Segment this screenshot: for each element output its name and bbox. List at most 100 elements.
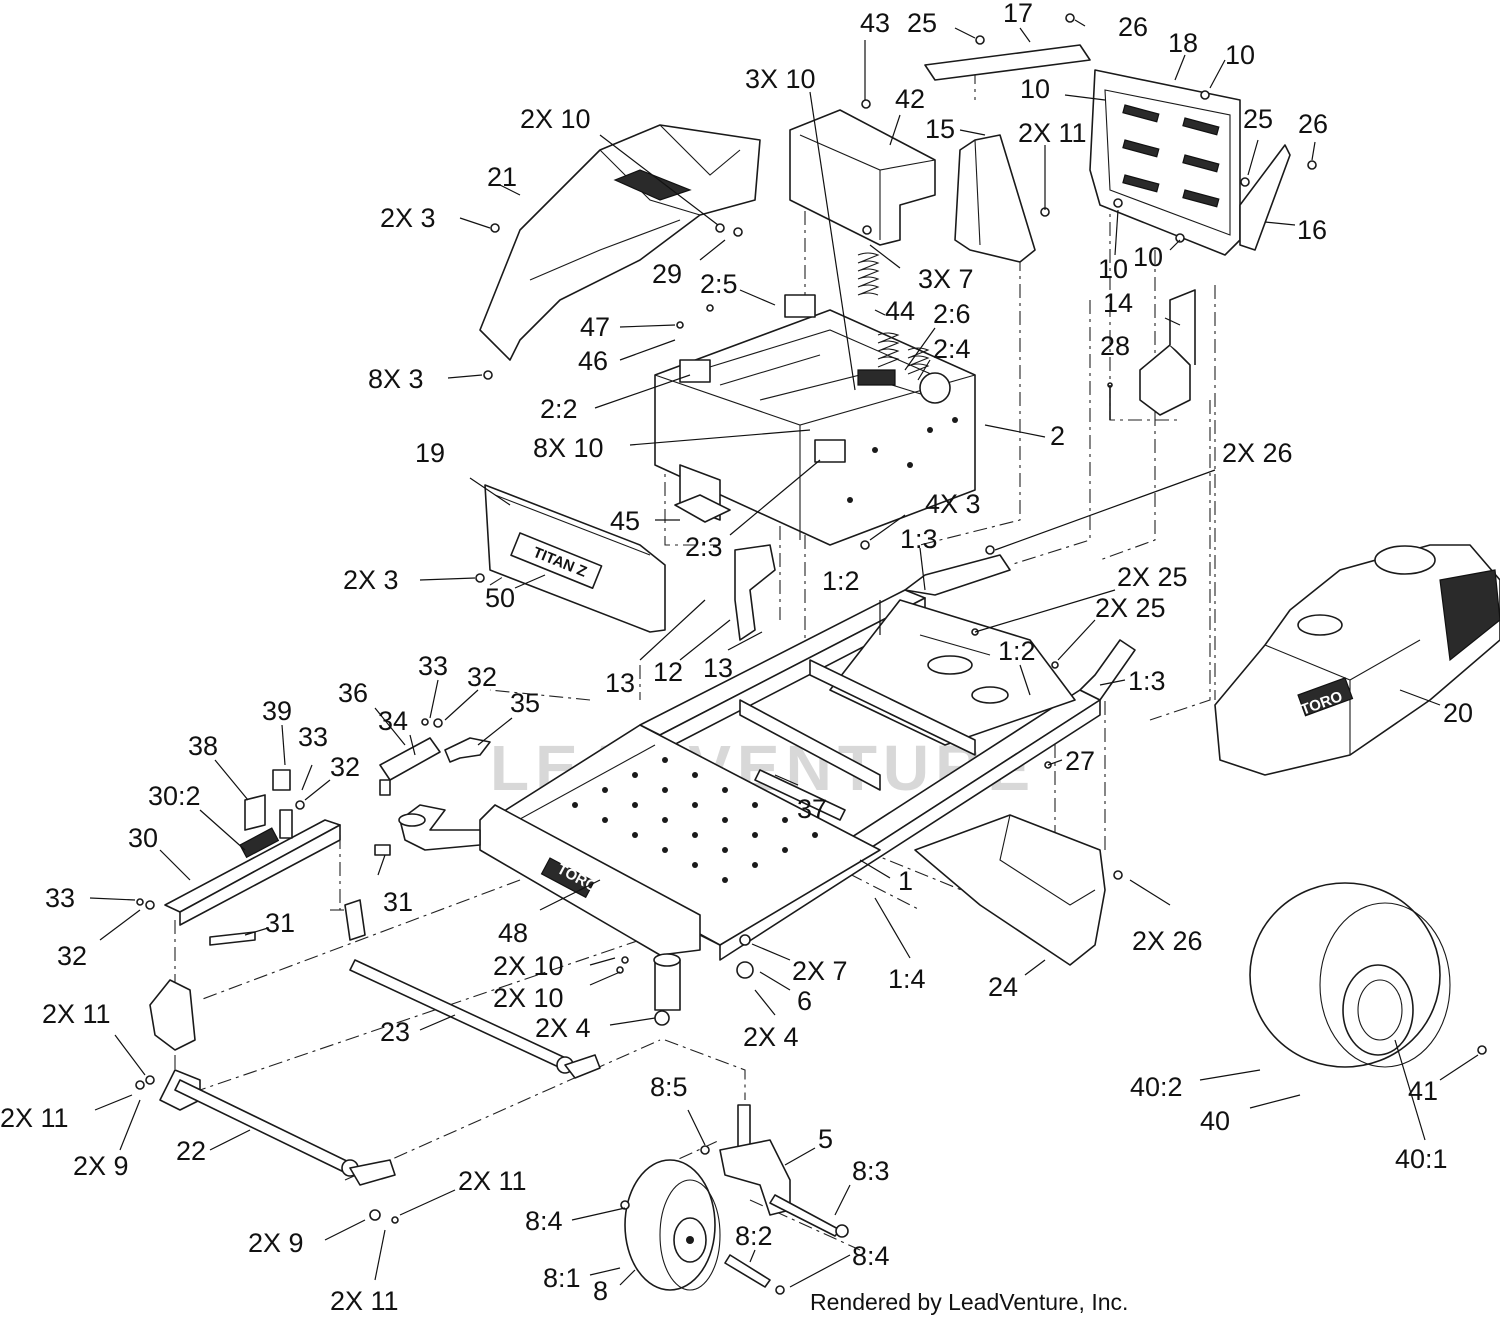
- hardware: [135, 13, 1487, 1295]
- callout-label: 2X 4: [535, 1013, 591, 1043]
- callout-label: 2X 11: [42, 999, 111, 1029]
- callout-label: 31: [383, 887, 413, 917]
- callout-label: 36: [338, 678, 368, 708]
- callout-label: 10: [1020, 74, 1050, 104]
- rod-22: [174, 1079, 396, 1186]
- callout-label: 2:2: [540, 394, 578, 424]
- callout-label: 2X 26: [1132, 926, 1203, 956]
- spacer-8-2: [724, 1254, 771, 1288]
- leader-lines: [89, 19, 1479, 1288]
- callout-label: 25: [907, 8, 937, 38]
- callout-label: 1:4: [888, 964, 926, 994]
- fuel-tank-20: TORO: [1214, 544, 1500, 776]
- callout-label: 40: [1200, 1106, 1230, 1136]
- callout-label: 43: [860, 8, 890, 38]
- tube-37: [754, 769, 846, 821]
- callout-label: 13: [703, 653, 733, 683]
- callout-label: 42: [895, 84, 925, 114]
- callout-label: 27: [1065, 746, 1095, 776]
- callout-label: 33: [298, 722, 328, 752]
- callout-label: 30:2: [148, 781, 201, 811]
- caster-fork-5: [719, 1104, 791, 1216]
- callout-label: 8:4: [525, 1206, 563, 1236]
- callout-label: 2:5: [700, 269, 738, 299]
- front-axle-30: [164, 769, 341, 926]
- callout-label: 8:4: [852, 1241, 890, 1271]
- callout-label: 2:6: [933, 299, 971, 329]
- callout-label: 8:3: [852, 1156, 890, 1186]
- callout-label: 2X 11: [1018, 118, 1087, 148]
- callout-label: 2: [1050, 421, 1065, 451]
- pin-31: [209, 844, 391, 946]
- callout-label: 1:2: [822, 566, 860, 596]
- panel-19: TITAN Z: [484, 484, 666, 633]
- callout-label: 2X 4: [743, 1022, 799, 1052]
- callout-label: 2X 3: [343, 565, 399, 595]
- rear-tire-40: [1249, 882, 1451, 1068]
- callout-label: 32: [330, 752, 360, 782]
- callout-label: 2:4: [933, 334, 971, 364]
- frame-leg-45: [674, 464, 731, 523]
- bracket-16: [1239, 144, 1291, 251]
- callout-labels: 43 25 17 26 18 10 3X 10 42 15 10 2X 10 2…: [0, 0, 1473, 1316]
- callout-label: 33: [45, 883, 75, 913]
- callout-label: 2X 11: [330, 1286, 399, 1316]
- callout-label: 1:3: [1128, 666, 1166, 696]
- callout-label: 2X 7: [792, 956, 848, 986]
- callout-label: 44: [885, 296, 915, 326]
- bracket-17: [924, 44, 1091, 81]
- callout-label: 50: [485, 583, 515, 613]
- rod-23: [344, 899, 601, 1079]
- callout-label: 6: [797, 986, 812, 1016]
- callout-label: 4X 3: [925, 489, 981, 519]
- callout-label: 35: [510, 688, 540, 718]
- callout-label: 23: [380, 1017, 410, 1047]
- callout-label: 40:2: [1130, 1072, 1183, 1102]
- callout-label: 41: [1408, 1076, 1438, 1106]
- callout-label: 8:5: [650, 1072, 688, 1102]
- callout-label: 17: [1003, 0, 1033, 28]
- callout-label: 39: [262, 696, 292, 726]
- callout-label: 14: [1103, 288, 1133, 318]
- callout-label: 48: [498, 918, 528, 948]
- main-frame: TORO: [398, 554, 1136, 1011]
- callout-label: 10: [1225, 40, 1255, 70]
- callout-label: 20: [1443, 698, 1473, 728]
- callout-label: 32: [57, 941, 87, 971]
- seat-pan-42: [789, 109, 936, 246]
- callout-label: 8:1: [543, 1263, 581, 1293]
- axle-bolt-8-3: [769, 1194, 849, 1238]
- caster-tire-8: [624, 1159, 721, 1291]
- callout-label: 2X 25: [1117, 562, 1188, 592]
- callout-label: 24: [988, 972, 1018, 1002]
- callout-label: 26: [1118, 12, 1148, 42]
- seat-back-18: [1089, 69, 1241, 256]
- callout-label: 29: [652, 259, 682, 289]
- callout-label: 8X 3: [368, 364, 424, 394]
- callout-label: 16: [1297, 215, 1327, 245]
- callout-label: 18: [1168, 28, 1198, 58]
- callout-label: 30: [128, 823, 158, 853]
- callout-label: 1:2: [998, 636, 1036, 666]
- callout-label: 2X 3: [380, 203, 436, 233]
- assembly-phantom-lines: [174, 70, 1216, 1251]
- pan-24: [914, 814, 1106, 966]
- credit-line: Rendered by LeadVenture, Inc.: [810, 1289, 1128, 1315]
- callout-label: 38: [188, 731, 218, 761]
- footrest-holes: [572, 757, 818, 883]
- callout-label: 3X 7: [918, 264, 974, 294]
- bracket-15: [954, 134, 1036, 263]
- callout-label: 10: [1133, 242, 1163, 272]
- callout-label: 2X 26: [1222, 438, 1293, 468]
- callout-label: 25: [1243, 104, 1273, 134]
- callout-label: 22: [176, 1136, 206, 1166]
- callout-label: 32: [467, 662, 497, 692]
- callout-label: 2:3: [685, 532, 723, 562]
- callout-label: 26: [1298, 109, 1328, 139]
- springs-44: [857, 252, 930, 386]
- callout-label: 46: [578, 346, 608, 376]
- callout-label: 31: [265, 908, 295, 938]
- callout-label: 10: [1098, 254, 1128, 284]
- callout-label: 37: [797, 794, 827, 824]
